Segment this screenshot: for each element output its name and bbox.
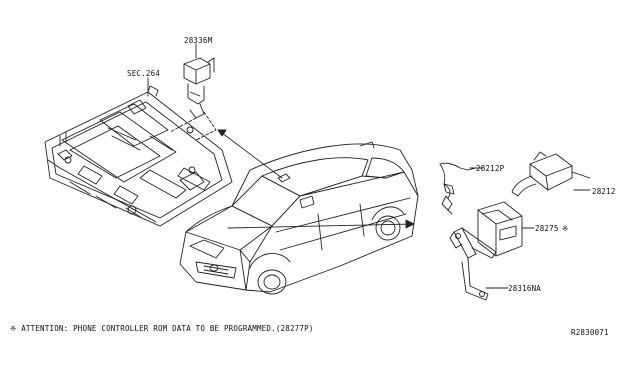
label-sec-264: SEC.264 (127, 69, 160, 78)
arrow-roof-to-console (217, 129, 283, 179)
label-28212: 28212 (592, 187, 616, 196)
label-28275-asterisk: ※ (562, 224, 568, 233)
arrow-dash-to-controller (227, 223, 415, 229)
part-28316na-bracket (449, 227, 509, 301)
arrowhead-console (217, 129, 227, 137)
part-28212p-harness (439, 162, 477, 215)
vehicle-body (179, 141, 419, 295)
part-28212-antenna (511, 151, 591, 197)
diagram-id: R2830071 (571, 328, 609, 337)
arrowhead-controller (405, 219, 415, 229)
label-28212p: 28212P (476, 164, 505, 173)
label-28316na: 28316NA (508, 284, 541, 293)
label-28336m: 28336M (184, 36, 213, 45)
part-28275-controller (477, 201, 535, 257)
overhead-console (44, 85, 233, 227)
part-28336m-connector (183, 57, 215, 119)
label-28275: 28275 (535, 224, 559, 233)
leader-28336m (169, 111, 217, 141)
footnote-attention: ※ ATTENTION: PHONE CONTROLLER ROM DATA T… (10, 324, 314, 333)
